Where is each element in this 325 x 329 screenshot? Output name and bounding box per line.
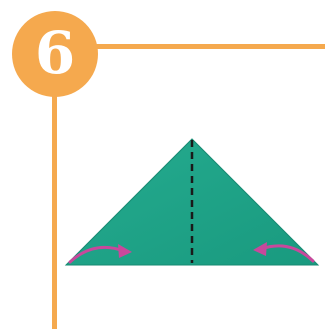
fold-diagram: [0, 0, 325, 329]
